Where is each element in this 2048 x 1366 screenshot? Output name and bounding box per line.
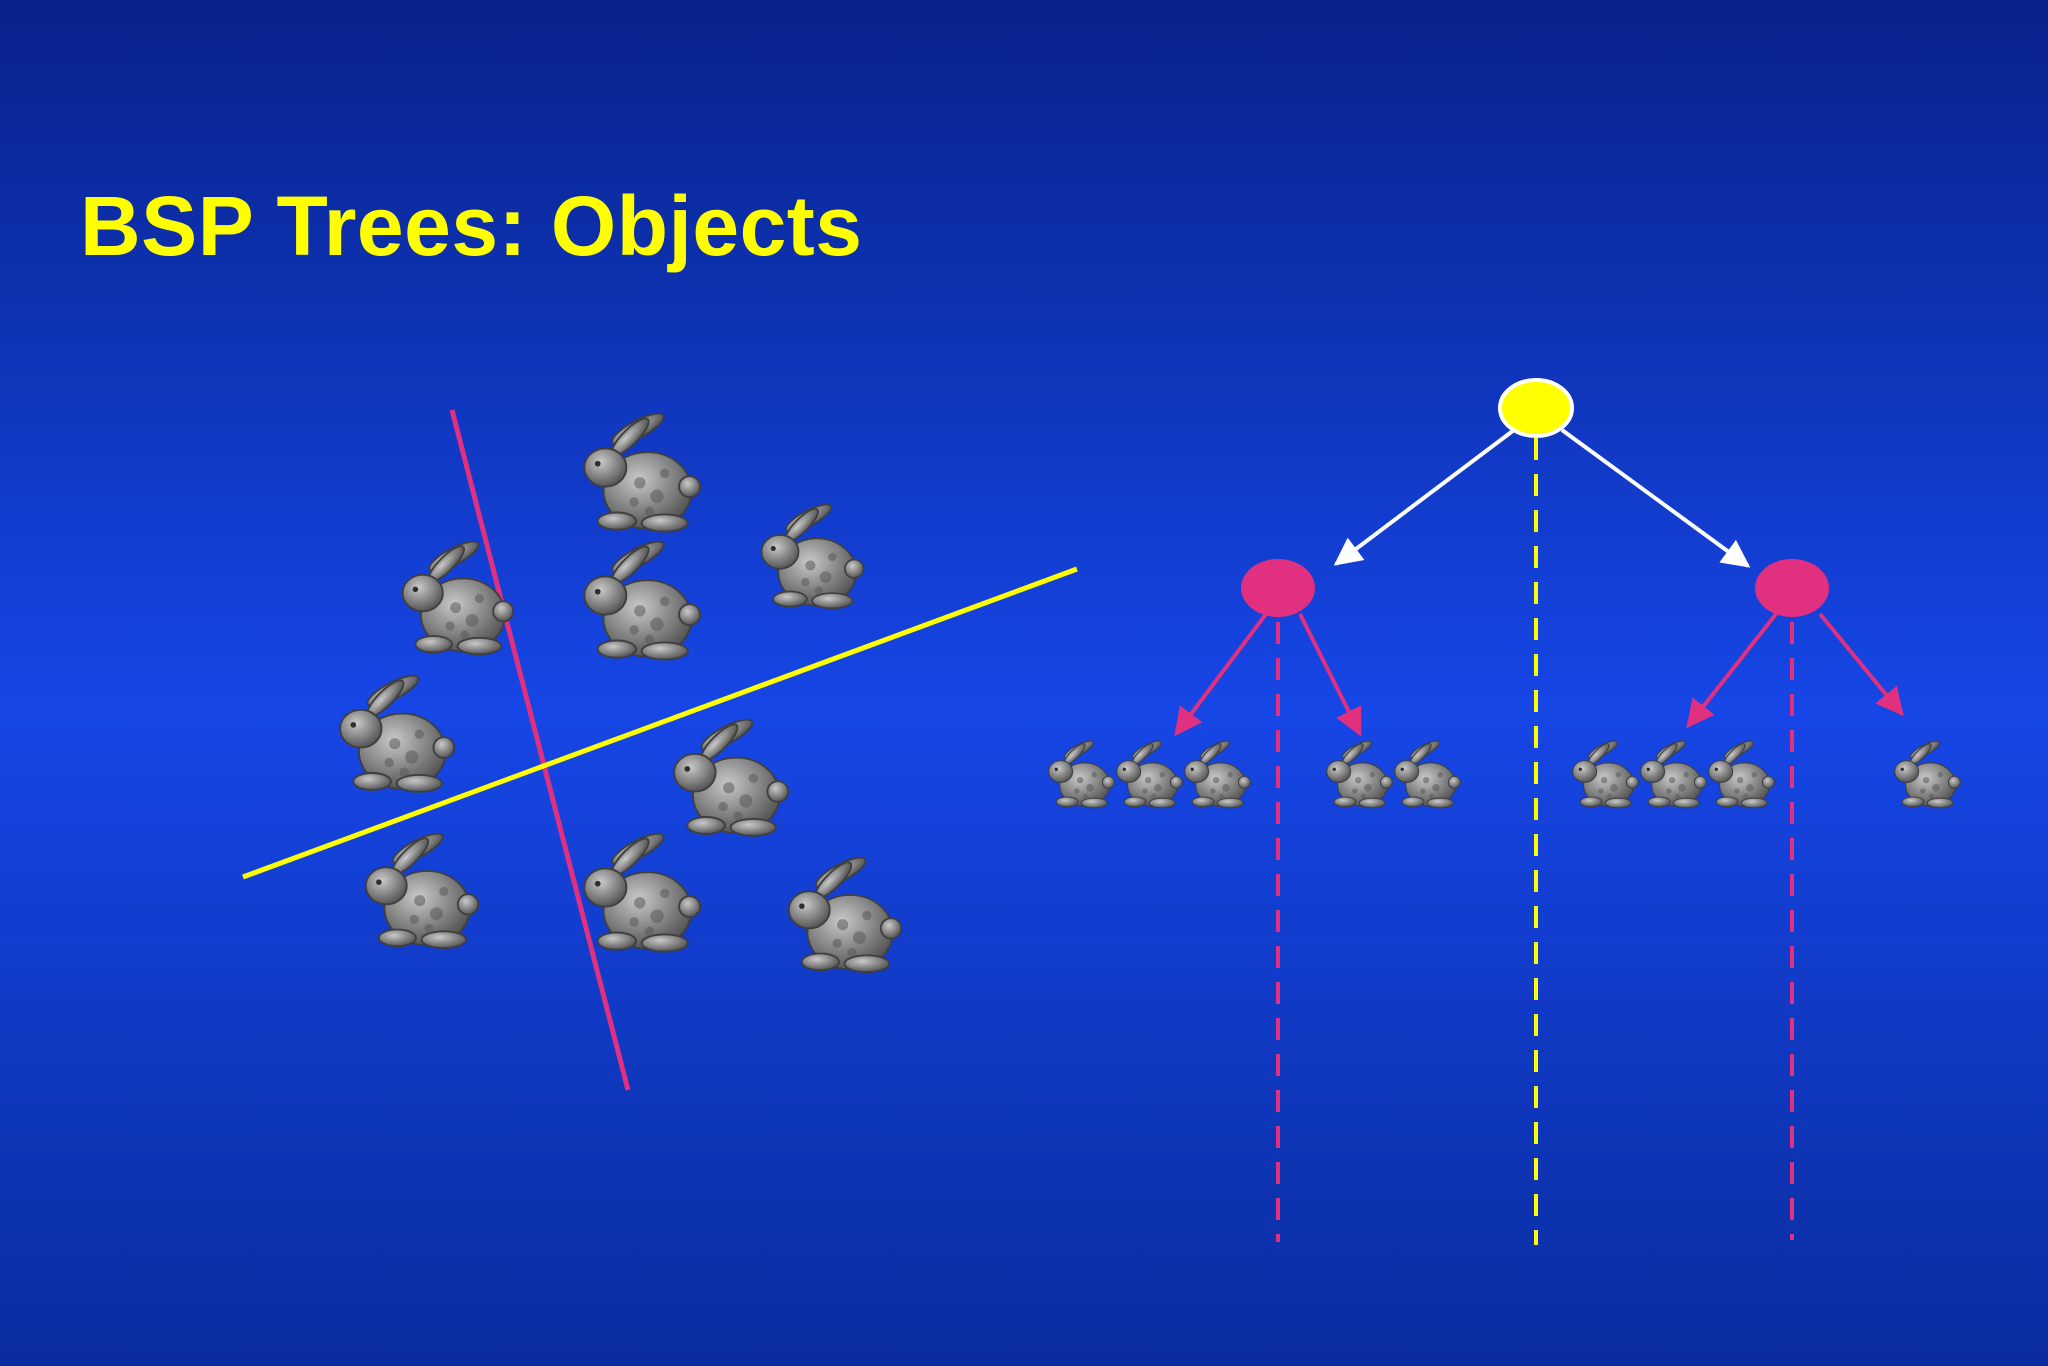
bunny-icon [1048,740,1115,809]
bunny-icon [1640,740,1707,809]
tree-root-node [1498,378,1574,438]
leaf-group-1 [1048,740,1251,809]
tree-edge-right-right [1818,612,1904,717]
bunny-icon [1184,740,1251,809]
magenta-splitting-plane [449,409,631,1091]
yellow-splitting-plane [242,566,1078,880]
tree-edge-left-left [1174,612,1268,737]
bunny-icon [1394,740,1461,809]
bunny-icon [583,412,702,533]
leaf-group-3 [1572,740,1775,809]
leaf-group-2 [1326,740,1461,809]
tree-edge-left-right [1298,613,1362,737]
leaf-group-4 [1894,740,1961,809]
bunny-icon [1708,740,1775,809]
tree-edge-root-right [1560,428,1751,568]
bunny-icon [1326,740,1393,809]
bunny-icon [787,856,903,974]
tree-node-left [1241,559,1315,617]
bunny-icon [583,832,702,953]
bunny-icon [760,503,865,610]
tree-edge-root-left [1333,428,1516,566]
slide-title: BSP Trees: Objects [80,179,863,273]
bunny-icon [339,674,456,793]
bunny-icon [364,832,480,950]
tree-node-right [1755,559,1829,617]
bunny-icon [1572,740,1639,809]
bsp-tree [1048,378,1961,1245]
tree-edge-right-left [1686,612,1778,729]
bunny-icon [583,540,702,661]
bunny-icon [673,718,790,837]
bunny-icon [1894,740,1961,809]
scene-view [242,409,1078,1091]
bunny-icon [1116,740,1183,809]
bunny-icon [401,540,515,656]
